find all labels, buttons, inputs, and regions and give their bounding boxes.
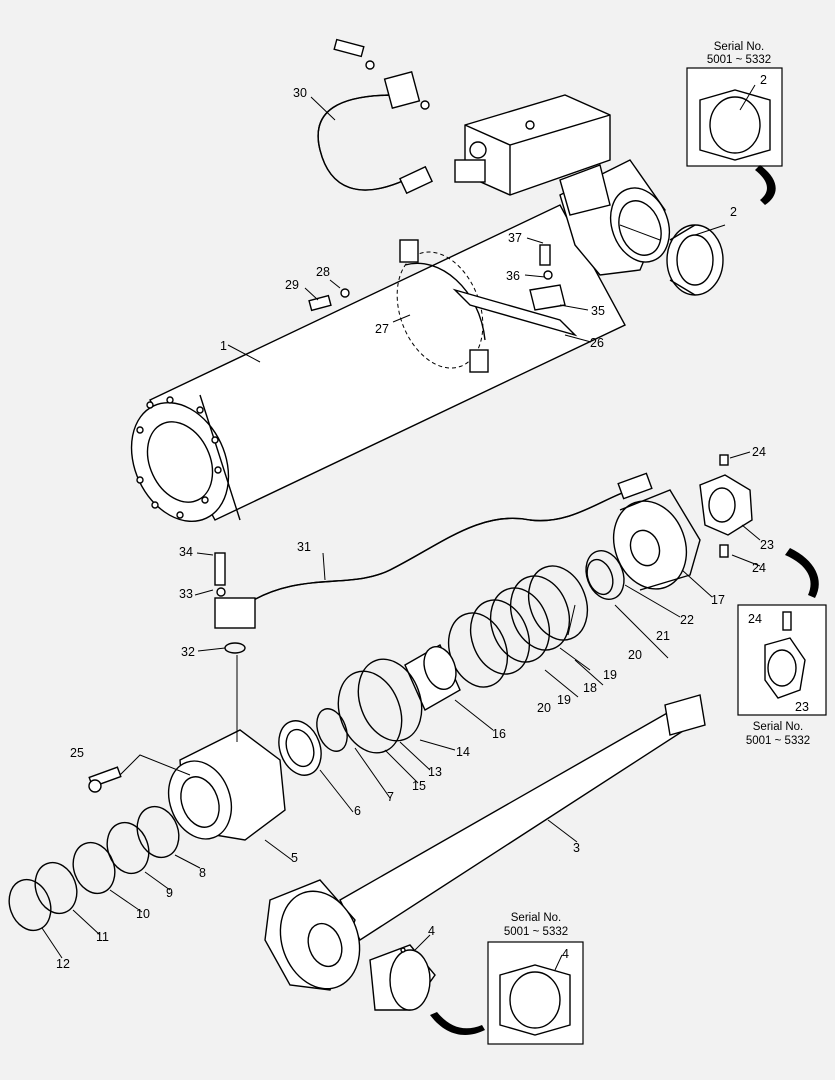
- callout-36: 36: [506, 269, 520, 283]
- callout-24-box: 24: [748, 612, 762, 626]
- callout-28: 28: [316, 265, 330, 279]
- serial-box-3-line1: Serial No.: [511, 912, 562, 924]
- valve-block: [454, 94, 611, 216]
- gland-seals: [8, 805, 180, 932]
- leader-lines: [41, 84, 761, 971]
- callout-8: 8: [199, 866, 206, 880]
- piston-seal-rings: [447, 550, 625, 688]
- serial-box-bushing-2: [686, 67, 783, 205]
- pipe-31: [214, 472, 653, 654]
- callout-17: 17: [711, 593, 725, 607]
- callout-32: 32: [181, 645, 195, 659]
- cylinder-tube: [130, 204, 626, 523]
- callout-24b: 24: [752, 561, 766, 575]
- callout-23: 23: [760, 538, 774, 552]
- callout-20b: 20: [537, 701, 551, 715]
- callout-30: 30: [293, 86, 307, 100]
- bushing-4: [369, 944, 436, 1011]
- callout-6: 6: [354, 804, 361, 818]
- callout-4: 4: [428, 924, 435, 938]
- callout-27: 27: [375, 322, 389, 336]
- callout-20a: 20: [628, 648, 642, 662]
- callout-35: 35: [591, 304, 605, 318]
- rod-gland: [88, 729, 286, 841]
- callout-31: 31: [297, 540, 311, 554]
- serial-box-2-line2: 5001 ~ 5332: [746, 735, 810, 747]
- callout-3: 3: [573, 841, 580, 855]
- cushion-spacer: [404, 644, 461, 711]
- piston-rod: [264, 694, 706, 991]
- callout-16: 16: [492, 727, 506, 741]
- callout-7: 7: [387, 790, 394, 804]
- callout-11: 11: [96, 930, 109, 944]
- callout-5: 5: [291, 851, 298, 865]
- callout-34: 34: [179, 545, 193, 559]
- callout-18: 18: [583, 681, 597, 695]
- callout-14: 14: [456, 745, 470, 759]
- callout-15: 15: [412, 779, 426, 793]
- callout-2: 2: [730, 205, 737, 219]
- callout-37: 37: [508, 231, 522, 245]
- callout-1: 1: [220, 339, 227, 353]
- callout-21: 21: [656, 629, 670, 643]
- serial-box-bushing-4: [430, 941, 584, 1045]
- callout-19b: 19: [557, 693, 571, 707]
- serial-box-1-line2: 5001 ~ 5332: [707, 54, 771, 66]
- callout-2-box: 2: [760, 73, 767, 87]
- callout-26: 26: [590, 336, 604, 350]
- callout-29: 29: [285, 278, 299, 292]
- callout-23-box: 23: [795, 700, 809, 714]
- callout-4-box: 4: [562, 947, 569, 961]
- callout-13: 13: [428, 765, 442, 779]
- serial-box-2-line1: Serial No.: [753, 721, 804, 733]
- callout-10: 10: [136, 907, 150, 921]
- serial-box-1-line1: Serial No.: [714, 41, 765, 53]
- piston-nut: [699, 454, 753, 558]
- serial-box-3-line2: 5001 ~ 5332: [504, 926, 568, 938]
- rod-seals: [278, 658, 423, 776]
- callout-19a: 19: [603, 668, 617, 682]
- callout-22: 22: [680, 613, 694, 627]
- part-callouts: 1 2 2 3 4 4 5 6 7 8 9 10 11 12 13 14 15 …: [56, 73, 809, 971]
- callout-12: 12: [56, 957, 70, 971]
- clamp-assembly: [308, 239, 578, 373]
- serial-box-nut-23: [737, 548, 827, 716]
- bushing-2: [666, 224, 724, 296]
- piston: [612, 489, 701, 591]
- callout-9: 9: [166, 886, 173, 900]
- callout-24a: 24: [752, 445, 766, 459]
- pipe-30: [317, 38, 433, 195]
- callout-33: 33: [179, 587, 193, 601]
- callout-25: 25: [70, 746, 84, 760]
